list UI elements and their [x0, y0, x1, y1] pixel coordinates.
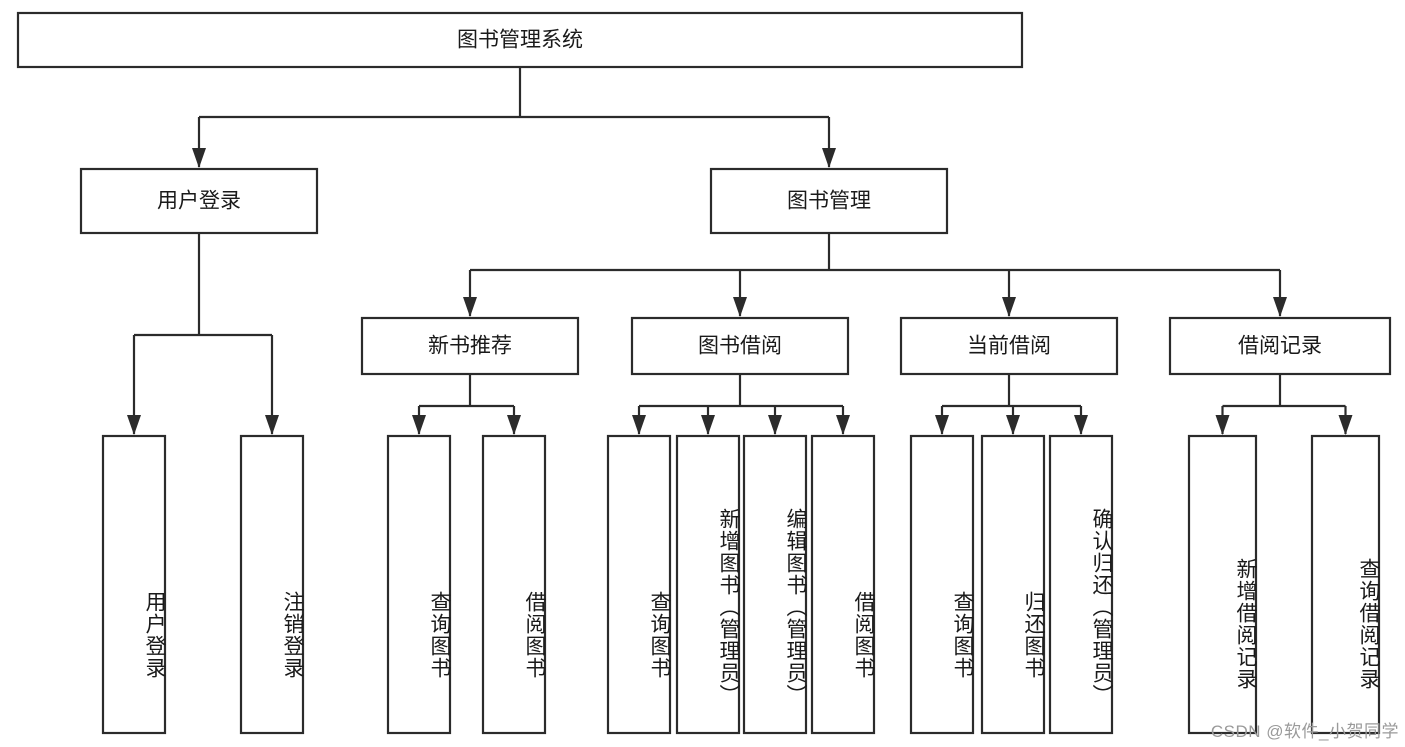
- node-leaf-box-12[interactable]: [1310, 434, 1381, 735]
- arrow-head-icon: [632, 415, 646, 435]
- arrow-head-icon: [265, 415, 279, 435]
- node-box-layer: [16, 11, 1392, 735]
- arrow-head-icon: [192, 148, 206, 168]
- arrow-head-icon: [768, 415, 782, 435]
- node-level2-label-1: 图书管理: [787, 190, 871, 213]
- node-leaf-box-0[interactable]: [101, 434, 167, 735]
- arrow-head-icon: [1273, 297, 1287, 317]
- node-level3-label-3: 借阅记录: [1238, 335, 1322, 358]
- arrow-head-icon: [733, 297, 747, 317]
- node-leaf-box-7[interactable]: [810, 434, 876, 735]
- node-root-label: 图书管理系统: [457, 29, 583, 52]
- arrow-head-icon: [507, 415, 521, 435]
- node-level3-box-1[interactable]: [630, 316, 850, 376]
- node-leaf-box-8[interactable]: [909, 434, 975, 735]
- node-level3-label-2: 当前借阅: [967, 335, 1051, 358]
- arrow-head-icon: [412, 415, 426, 435]
- node-level3-label-1: 图书借阅: [698, 335, 782, 358]
- node-leaf-box-11[interactable]: [1187, 434, 1258, 735]
- node-leaf-box-5[interactable]: [675, 434, 741, 735]
- node-leaf-box-10[interactable]: [1048, 434, 1114, 735]
- arrow-head-icon: [1006, 415, 1020, 435]
- connector-layer: [127, 67, 1353, 435]
- arrow-head-icon: [127, 415, 141, 435]
- node-root-box[interactable]: [16, 11, 1024, 69]
- node-level3-box-3[interactable]: [1168, 316, 1392, 376]
- arrow-head-icon: [701, 415, 715, 435]
- node-leaf-box-4[interactable]: [606, 434, 672, 735]
- node-leaf-box-9[interactable]: [980, 434, 1046, 735]
- node-level2-box-1[interactable]: [709, 167, 949, 235]
- arrow-head-icon: [836, 415, 850, 435]
- node-level3-label-0: 新书推荐: [428, 335, 512, 358]
- node-leaf-box-2[interactable]: [386, 434, 452, 735]
- arrow-head-icon: [463, 297, 477, 317]
- node-leaf-box-6[interactable]: [742, 434, 808, 735]
- watermark: CSDN @软件_小贺同学: [1210, 722, 1399, 741]
- node-level2-label-0: 用户登录: [157, 190, 241, 213]
- arrow-head-icon: [935, 415, 949, 435]
- arrow-head-icon: [822, 148, 836, 168]
- node-level2-box-0[interactable]: [79, 167, 319, 235]
- arrow-head-icon: [1215, 415, 1230, 435]
- node-level3-box-2[interactable]: [899, 316, 1119, 376]
- arrow-head-icon: [1002, 297, 1016, 317]
- arrow-head-icon: [1074, 415, 1088, 435]
- node-leaf-box-1[interactable]: [239, 434, 305, 735]
- node-level3-box-0[interactable]: [360, 316, 580, 376]
- arrow-head-icon: [1338, 415, 1353, 435]
- node-leaf-box-3[interactable]: [481, 434, 547, 735]
